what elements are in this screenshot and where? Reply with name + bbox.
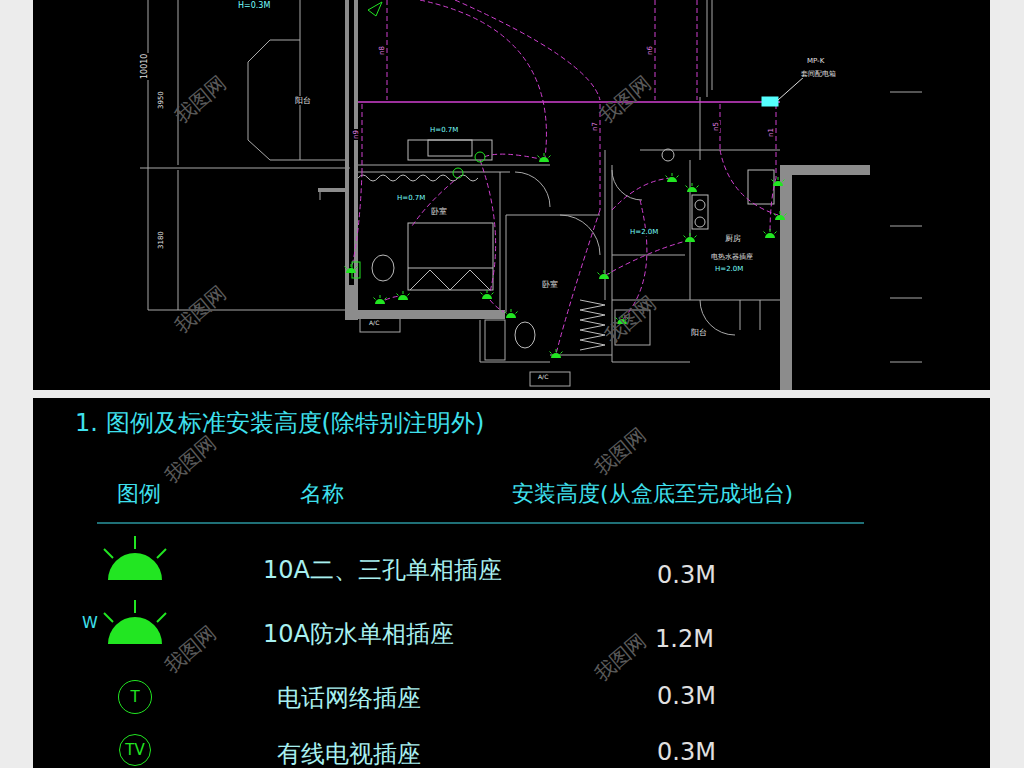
circuit-label: n6 bbox=[646, 45, 654, 56]
distribution-box bbox=[368, 2, 805, 106]
plan-panel bbox=[33, 0, 990, 390]
panel-label: 套间配电箱 bbox=[800, 70, 837, 78]
circuit-label: n7 bbox=[591, 121, 599, 132]
circuit-label: n1 bbox=[767, 127, 775, 138]
ac-label: A/C bbox=[368, 320, 380, 327]
legend-rule bbox=[97, 523, 864, 524]
dimension-label: 3180 bbox=[157, 230, 165, 250]
legend-name: 10A防水单相插座 bbox=[263, 621, 454, 649]
socket-letter: TV bbox=[125, 743, 144, 758]
height-cell: 0.3M bbox=[657, 562, 716, 590]
room-label: 阳台 bbox=[690, 328, 708, 337]
table-header: 名称 bbox=[300, 481, 344, 506]
small-sockets bbox=[352, 152, 485, 278]
socket-letter: T bbox=[130, 690, 139, 705]
height-note: H=0.7M bbox=[396, 194, 426, 202]
height-cell: 0.3M bbox=[657, 739, 716, 767]
wiring bbox=[352, 0, 780, 354]
symbol-letter: W bbox=[82, 614, 98, 632]
legend-name: 10A二、三孔单相插座 bbox=[263, 557, 502, 585]
thick-walls bbox=[318, 0, 870, 390]
legend-title: 1. 图例及标准安装高度(除特别注明外) bbox=[75, 410, 484, 438]
circuit-label: n9 bbox=[352, 129, 360, 140]
circuit-label: n8 bbox=[378, 45, 386, 56]
walls bbox=[140, 0, 922, 386]
socket-circle: TV bbox=[119, 734, 151, 766]
legend-outlet-symbols bbox=[104, 536, 166, 644]
room-label: 厨房 bbox=[724, 234, 742, 243]
legend-name: 有线电视插座 bbox=[277, 741, 421, 768]
socket-circle: T bbox=[118, 680, 152, 714]
outlet-symbols bbox=[345, 153, 787, 358]
dimension-label: 10010 bbox=[140, 53, 149, 80]
dimension-label: H=0.3M bbox=[237, 1, 271, 10]
room-label: 阳台 bbox=[294, 96, 312, 105]
ac-label: A/C bbox=[537, 374, 549, 381]
height-cell: 0.3M bbox=[657, 683, 716, 711]
table-header: 安装高度(从盒底至完成地台) bbox=[512, 481, 793, 506]
room-label: 卧室 bbox=[541, 280, 559, 289]
height-note: H=2.0M bbox=[714, 265, 744, 273]
height-note: H=2.0M bbox=[629, 228, 659, 236]
height-cell: 1.2M bbox=[655, 626, 714, 654]
legend-panel bbox=[33, 398, 990, 768]
panel-code: MP-K bbox=[806, 57, 825, 65]
legend-name: 电话网络插座 bbox=[277, 685, 421, 713]
circuit-label: n5 bbox=[712, 121, 720, 132]
dimension-label: 3950 bbox=[157, 90, 165, 110]
height-note: H=0.7M bbox=[429, 126, 459, 134]
room-label: 卧室 bbox=[430, 207, 448, 216]
table-header: 图例 bbox=[117, 481, 161, 506]
socket-note: 电热水器插座 bbox=[710, 253, 754, 261]
